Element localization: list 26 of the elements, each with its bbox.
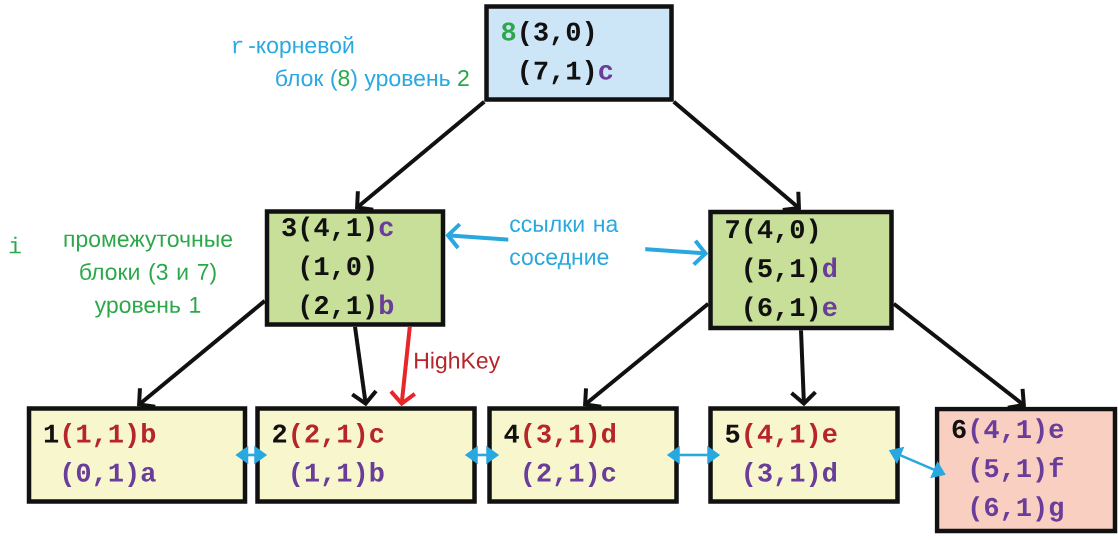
root-note: блок (8) уровень 2 [276,69,469,91]
arrow [351,326,378,407]
edge-label: HighKey [412,350,502,375]
tree-block: 6 (4,1)e (5,1)f (6,1)g [934,406,1118,534]
arrow [355,100,486,212]
root-note: r -корневой [233,36,354,58]
arrow [892,302,1026,410]
arrow [137,299,267,409]
tree-block: 7(4,0) (5,1) d (6,1) e [708,209,894,331]
arrow [672,100,801,212]
label: 8 [338,69,350,87]
tree-block: 8 (3,0) (7,1) c [484,4,674,102]
tree-block: 3(4,1) c (1,0) (2,1) b [264,209,446,327]
label: ) уровень [350,69,450,91]
arrow [389,326,416,407]
level-letter: i [9,236,21,254]
tree-block: 1 (1,1)b (0,1)a [26,406,248,504]
edge-label: ссылки на соседние [508,218,646,271]
tree-block: 2 (2,1)c (1,1)b [255,406,477,504]
tree-block: 5 (4,1)e (3,1)d [708,406,900,504]
tree-block: 4 (3,1)d (2,1)c [487,406,679,504]
label: блок ( [276,69,338,91]
arrow [790,330,817,407]
label: 2 [458,69,469,87]
level-note: промежуточные блоки (3 и 7) уровень 1 [64,234,233,318]
arrow [583,302,710,409]
